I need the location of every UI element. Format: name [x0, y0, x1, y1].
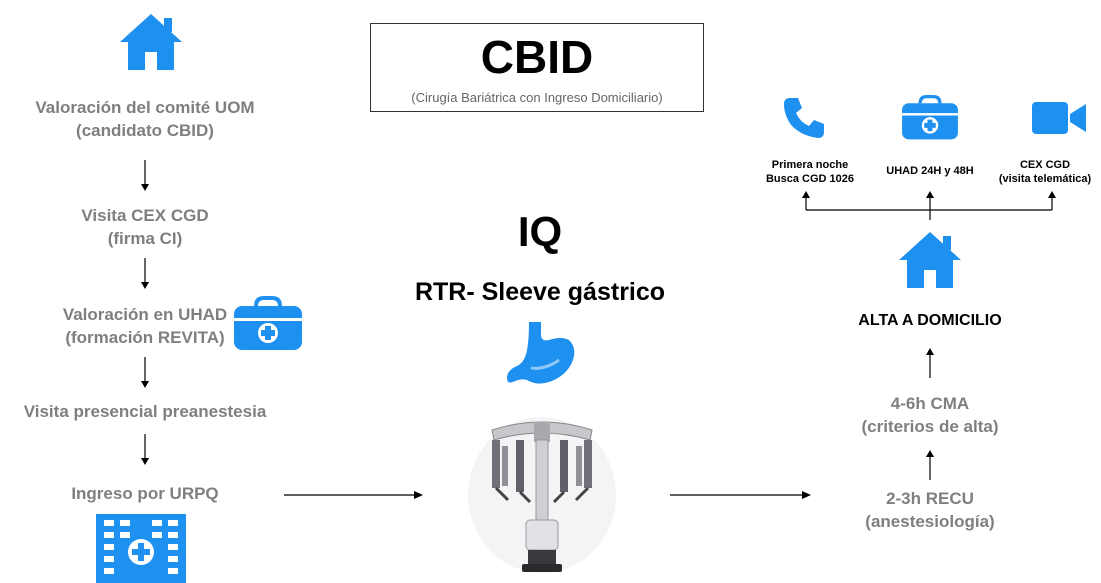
title-subtitle: (Cirugía Bariátrica con Ingreso Domicili…: [411, 90, 663, 105]
followup-label-2: UHAD 24H y 48H: [886, 165, 974, 177]
arrow-up-2: [924, 348, 936, 383]
followup-label-3: CEX CGD (visita telemática): [998, 159, 1092, 185]
branch-connector: [800, 190, 1060, 225]
step-recu: 2-3h RECU (anestesiología): [865, 489, 995, 531]
stomach-icon: [503, 320, 579, 388]
video-camera-icon: [1030, 100, 1088, 136]
step-cma: 4-6h CMA (criterios de alta): [861, 394, 999, 436]
step-visita-cex: Visita CEX CGD (firma CI): [81, 206, 209, 248]
arrow-down-4: [139, 434, 151, 471]
followup-label-1: Primera noche Busca CGD 1026: [765, 159, 855, 185]
step-preanestesia: Visita presencial preanestesia: [23, 402, 267, 421]
title-main: CBID: [480, 31, 594, 83]
step-comite: Valoración del comité UOM (candidato CBI…: [35, 98, 255, 140]
alta-domicilio: ALTA A DOMICILIO: [858, 312, 1002, 329]
iq-label: IQ: [517, 208, 563, 255]
title-box: CBID (Cirugía Bariátrica con Ingreso Dom…: [370, 23, 704, 112]
arrow-down-2: [139, 258, 151, 295]
arrow-right-1: [284, 488, 424, 506]
home-icon: [897, 230, 963, 290]
hospital-icon: [96, 514, 186, 583]
medical-bag-icon: [900, 95, 960, 141]
arrow-down-1: [139, 160, 151, 197]
step-valoracion-uhad: Valoración en UHAD (formación REVITA): [62, 305, 228, 347]
phone-icon: [782, 96, 826, 140]
arrow-down-3: [139, 357, 151, 394]
medical-bag-icon: [232, 296, 304, 352]
surgical-robot-icon: [462, 400, 622, 580]
arrow-right-2: [670, 488, 812, 506]
home-icon: [118, 12, 184, 72]
procedure-label: RTR- Sleeve gástrico: [414, 278, 666, 306]
step-ingreso-urpq: Ingreso por URPQ: [71, 484, 219, 503]
arrow-up-1: [924, 450, 936, 485]
